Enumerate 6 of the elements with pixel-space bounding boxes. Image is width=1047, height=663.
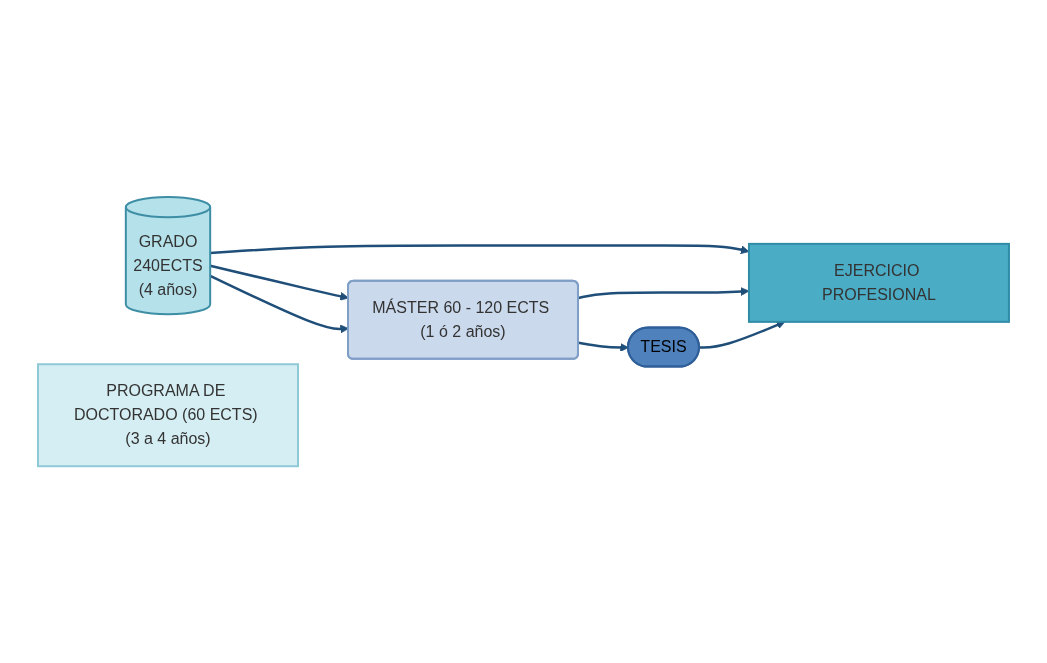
node-box: EJERCICIO PROFESIONAL — [747, 242, 1010, 323]
arrow — [209, 274, 349, 334]
node-box: PROGRAMA DE DOCTORADO (60 ECTS) (3 a 4 años) — [37, 363, 299, 468]
arrow — [699, 320, 786, 349]
arrow — [578, 341, 629, 352]
arrow — [209, 264, 349, 301]
